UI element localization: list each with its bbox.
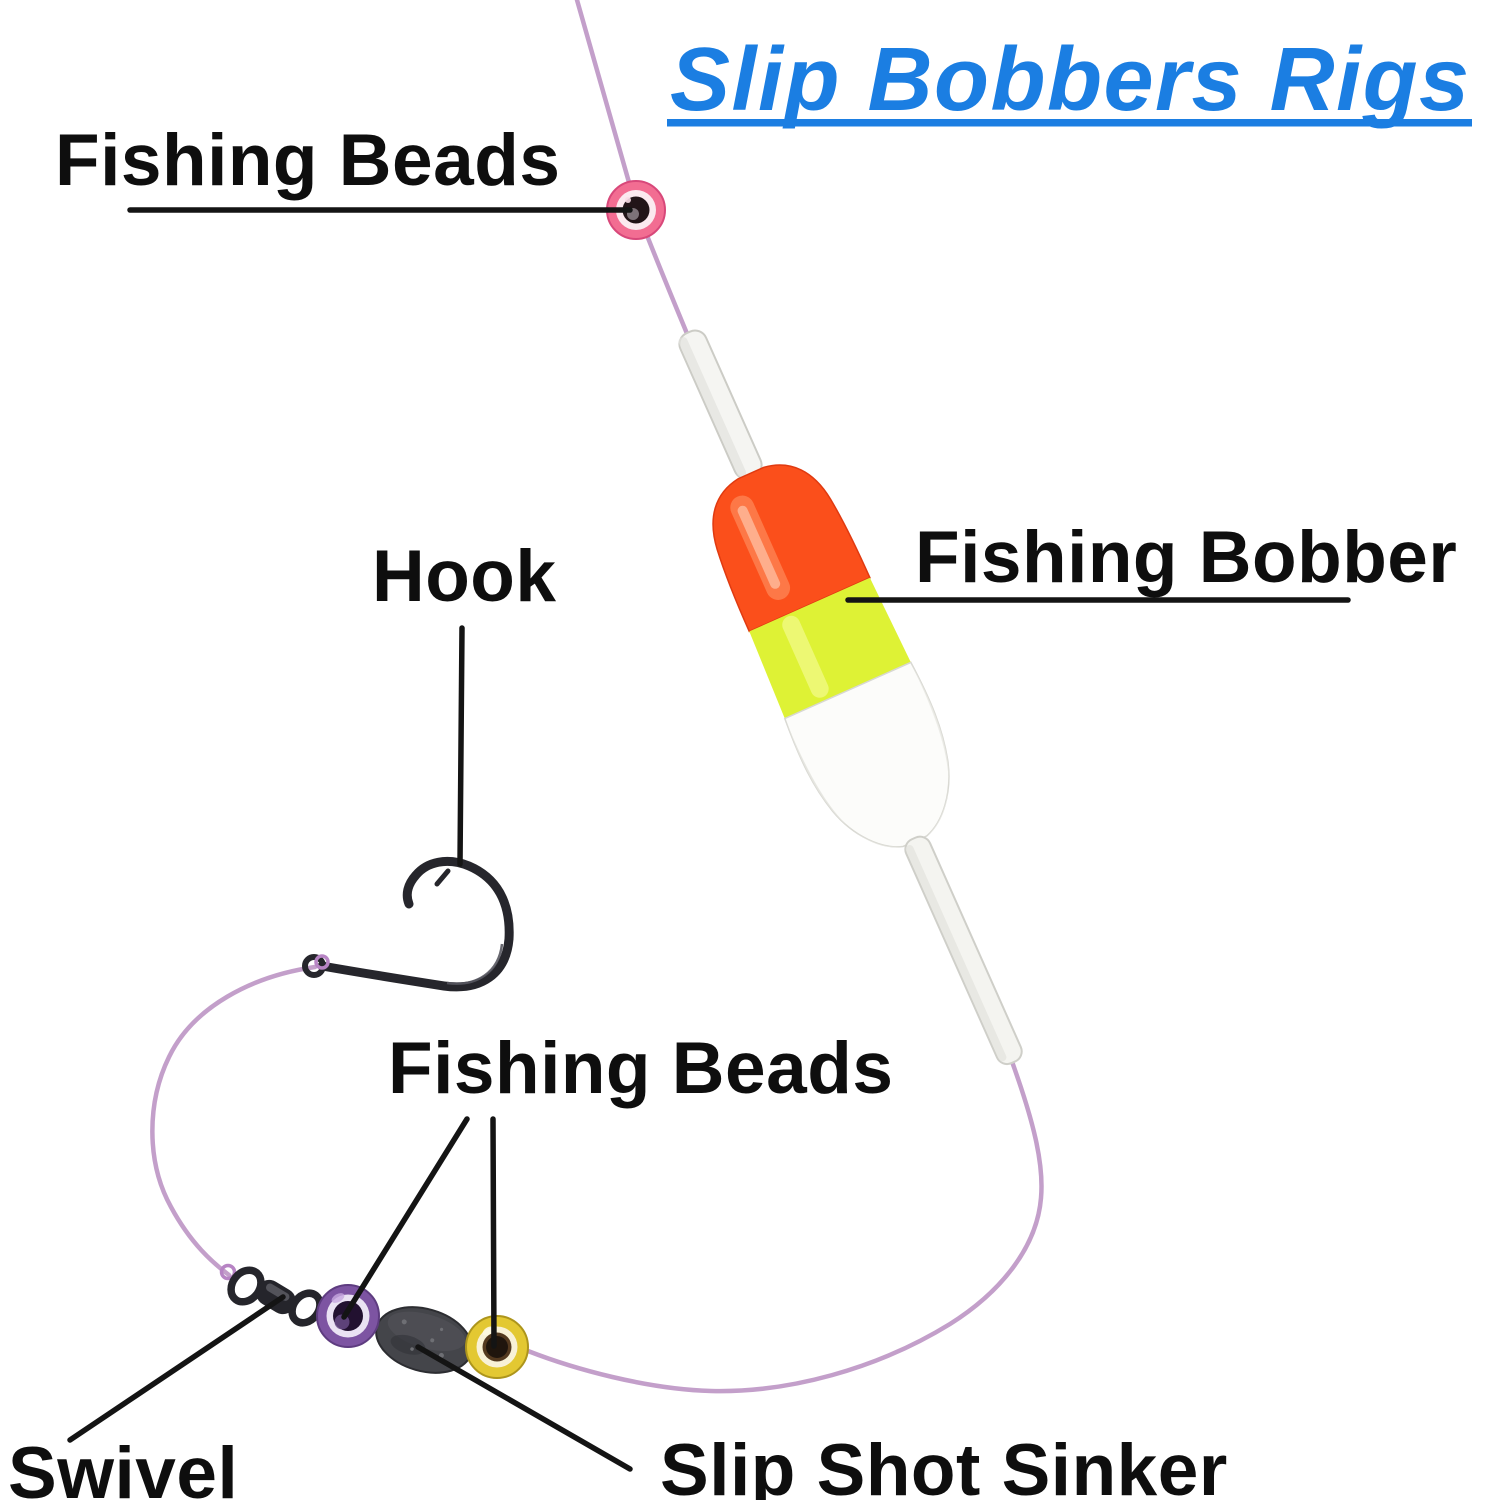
bobber-orange-highlight-2 [737, 505, 781, 589]
pointer-swivel [67, 1294, 286, 1443]
purple-bead-highlight [331, 1293, 345, 1303]
swivel-right-ring [288, 1289, 324, 1327]
bobber-yellow-band [749, 577, 911, 719]
label-slip-shot-sinker: Slip Shot Sinker [660, 1430, 1228, 1500]
label-hook: Hook [372, 536, 557, 617]
yellow-bead-pupil [486, 1336, 508, 1358]
pink-fishing-bead [606, 180, 666, 240]
sinker-speck [439, 1327, 444, 1332]
pointer-bead-purple [341, 1116, 470, 1320]
label-swivel: Swivel [8, 1433, 238, 1500]
sinker-speck [401, 1319, 407, 1325]
pointer-lines [67, 207, 1351, 1472]
swivel [219, 1263, 324, 1327]
yellow-fishing-bead [465, 1315, 529, 1379]
fishing-hook [302, 856, 514, 992]
hook-highlight [446, 943, 504, 985]
pointer-sinker [415, 1344, 633, 1472]
fishing-line-left-arc [150, 964, 318, 1278]
fishing-line-lower-right [525, 1053, 1044, 1394]
diagram-title: Slip Bobbers Rigs [670, 30, 1471, 130]
hook-barb [434, 868, 451, 887]
hook-knot [314, 954, 330, 970]
label-fishing-beads-top: Fishing Beads [55, 120, 560, 201]
hook-eye [302, 954, 326, 978]
label-fishing-beads-bottom: Fishing Beads [388, 1028, 893, 1109]
pink-bead-highlight [625, 197, 631, 203]
bobber-yellow-highlight [782, 615, 829, 698]
bobber-bottom-stem-shade [905, 845, 1007, 1062]
purple-fishing-bead [316, 1284, 380, 1348]
pointer-bead-yellow [490, 1116, 497, 1349]
sinker-speck [430, 1338, 435, 1343]
bobber-bottom-stem [904, 835, 1023, 1066]
sinker-shade [390, 1334, 426, 1355]
fishing-bobber [678, 329, 1023, 1066]
pointer-hook [457, 625, 465, 867]
hook-wire [317, 856, 514, 992]
yellow-bead-highlight [482, 1326, 494, 1336]
bobber-top-stem-shade [678, 337, 747, 478]
title-underline [667, 119, 1472, 127]
label-fishing-bobber: Fishing Bobber [915, 517, 1457, 598]
swivel-knot [219, 1263, 237, 1281]
sinker-speck [410, 1347, 414, 1351]
